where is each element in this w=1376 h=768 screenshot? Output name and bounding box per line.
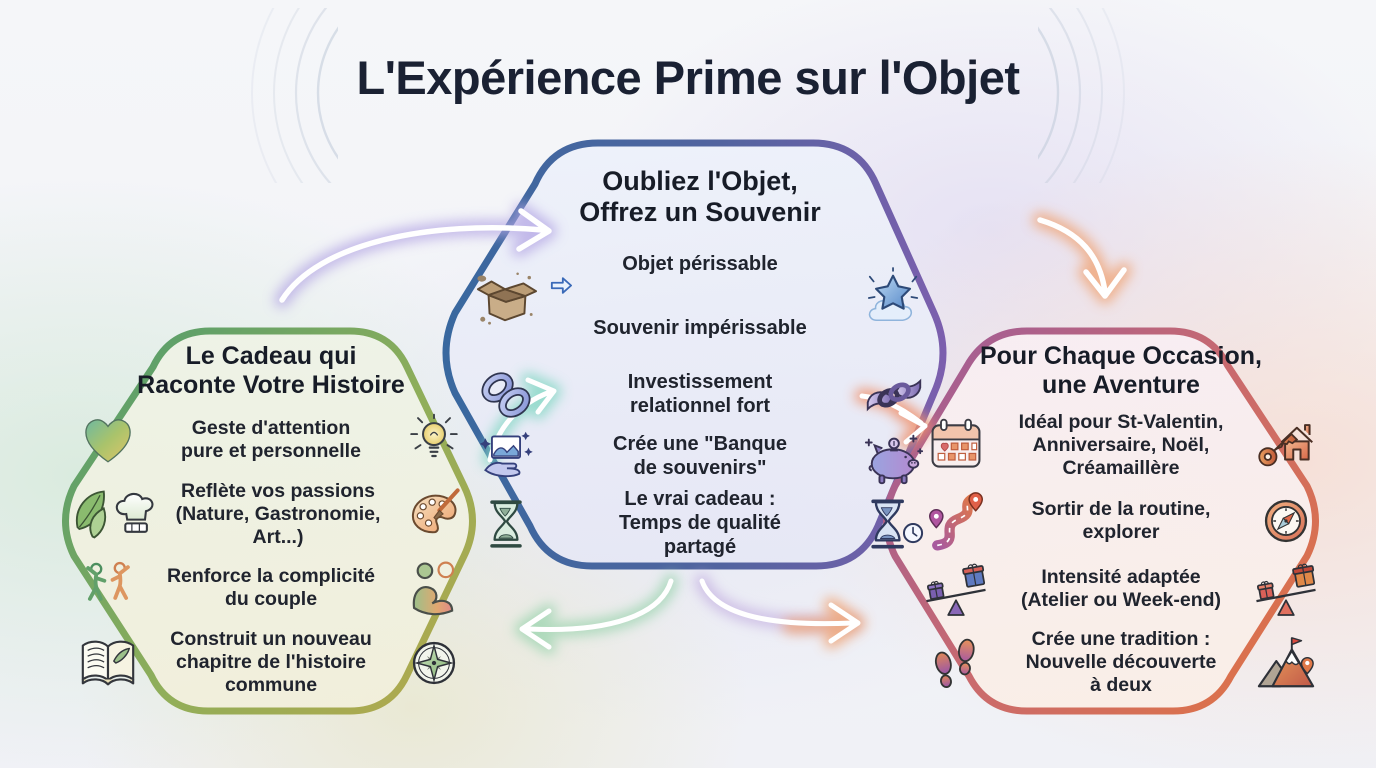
arrow-center-to-left-bottom [514,573,679,655]
chain-links-icon [481,372,531,418]
arrow-center-to-right-bottom [694,573,866,649]
embracing-couple-icon [412,561,455,616]
balance-gifts-icon [1256,564,1316,617]
list-item: Reflète vos passions (Nature, Gastronomi… [70,480,472,549]
list-item: Sortir de la routine, explorer [918,491,1324,551]
list-item: Crée une tradition : Nouvelle découverte… [918,628,1324,697]
arrow-left-to-center-top [274,203,557,308]
arrow-center-to-right-top [1032,212,1132,304]
list-item: Crée une "Banque de souvenirs" [468,426,932,488]
row-text: Objet périssable Souvenir impérissable [544,229,856,364]
page-title: L'Expérience Prime sur l'Objet [356,51,1021,104]
hexagon-left-content: Le Cadeau qui Raconte Votre Histoire Ges… [70,342,472,708]
row-text: Crée une tradition : Nouvelle découverte… [1025,628,1217,697]
footprints-icon [934,638,975,688]
hexagon-right-content: Pour Chaque Occasion, une Aventure Idéal… [918,342,1324,708]
hand-photo-icon [479,431,533,477]
palette-icon [411,488,460,534]
mountain-flag-icon [1257,636,1315,688]
hexagon-left-title: Le Cadeau qui Raconte Votre Histoire [137,342,405,399]
list-item: Geste d'attention pure et personnelle [70,411,472,469]
list-item: Le vrai cadeau : Temps de qualité partag… [468,488,932,559]
row-text: Geste d'attention pure et personnelle [181,416,361,462]
list-item: Idéal pour St-Valentin, Anniversaire, No… [918,411,1324,480]
leaf-chefhat-icon [75,490,154,539]
hexagon-left-shape [62,327,476,715]
hexagon-center-content: Oubliez l'Objet, Offrez un Souvenir Obje… [468,160,932,560]
list-item: Renforce la complicité du couple [70,559,472,617]
row-text: Intensité adaptée (Atelier ou Week-end) [1020,566,1222,612]
row-text: Crée une "Banque de souvenirs" [613,433,787,479]
open-book-icon [81,640,135,686]
compass-icon [1264,499,1308,542]
lightbulb-icon [410,413,458,457]
row-text: Reflète vos passions (Nature, Gastronomi… [175,479,381,548]
hexagon-right-title: Pour Chaque Occasion, une Aventure [979,342,1262,399]
title-ripples-left [251,8,338,183]
dancing-couple-icon [86,562,130,602]
star-cloud-icon [867,266,919,321]
row-text: Investissement relationnel fort [627,371,773,418]
piggy-bank-icon [864,434,924,484]
row-text: Sortir de la routine, explorer [1031,497,1211,543]
house-key-icon [1258,424,1313,467]
row-line2: Souvenir impérissable [593,317,807,340]
hexagon-center-shape [442,139,947,570]
heart-icon [85,419,131,463]
hourglass-icon [490,500,522,548]
title-ripples-right [1038,8,1125,183]
compass-rose-icon [412,641,456,684]
row-line1: Objet périssable [544,253,856,294]
row-text: Construit un nouveau chapitre de l'histo… [170,628,372,697]
balance-gifts-icon [926,564,986,617]
list-item: Construit un nouveau chapitre de l'histo… [70,628,472,697]
arrow-right-icon [550,276,572,294]
winding-road-icon [928,491,984,551]
hourglass-clock-icon [871,499,924,549]
row-text: Le vrai cadeau : Temps de qualité partag… [619,488,781,558]
row-text: Renforce la complicité du couple [166,565,376,611]
calendar-heart-icon [931,419,981,468]
list-item: Intensité adaptée (Atelier ou Week-end) [918,561,1324,617]
list-item: Investissement relationnel fort [468,365,932,425]
cardboard-box-icon [476,272,537,325]
row-text: Idéal pour St-Valentin, Anniversaire, No… [1018,410,1224,479]
hexagon-center-title: Oubliez l'Objet, Offrez un Souvenir [579,166,821,228]
hexagon-right-shape [883,327,1319,715]
list-item: Objet périssable Souvenir impérissable [468,229,932,364]
hands-chain-icon [866,378,922,412]
